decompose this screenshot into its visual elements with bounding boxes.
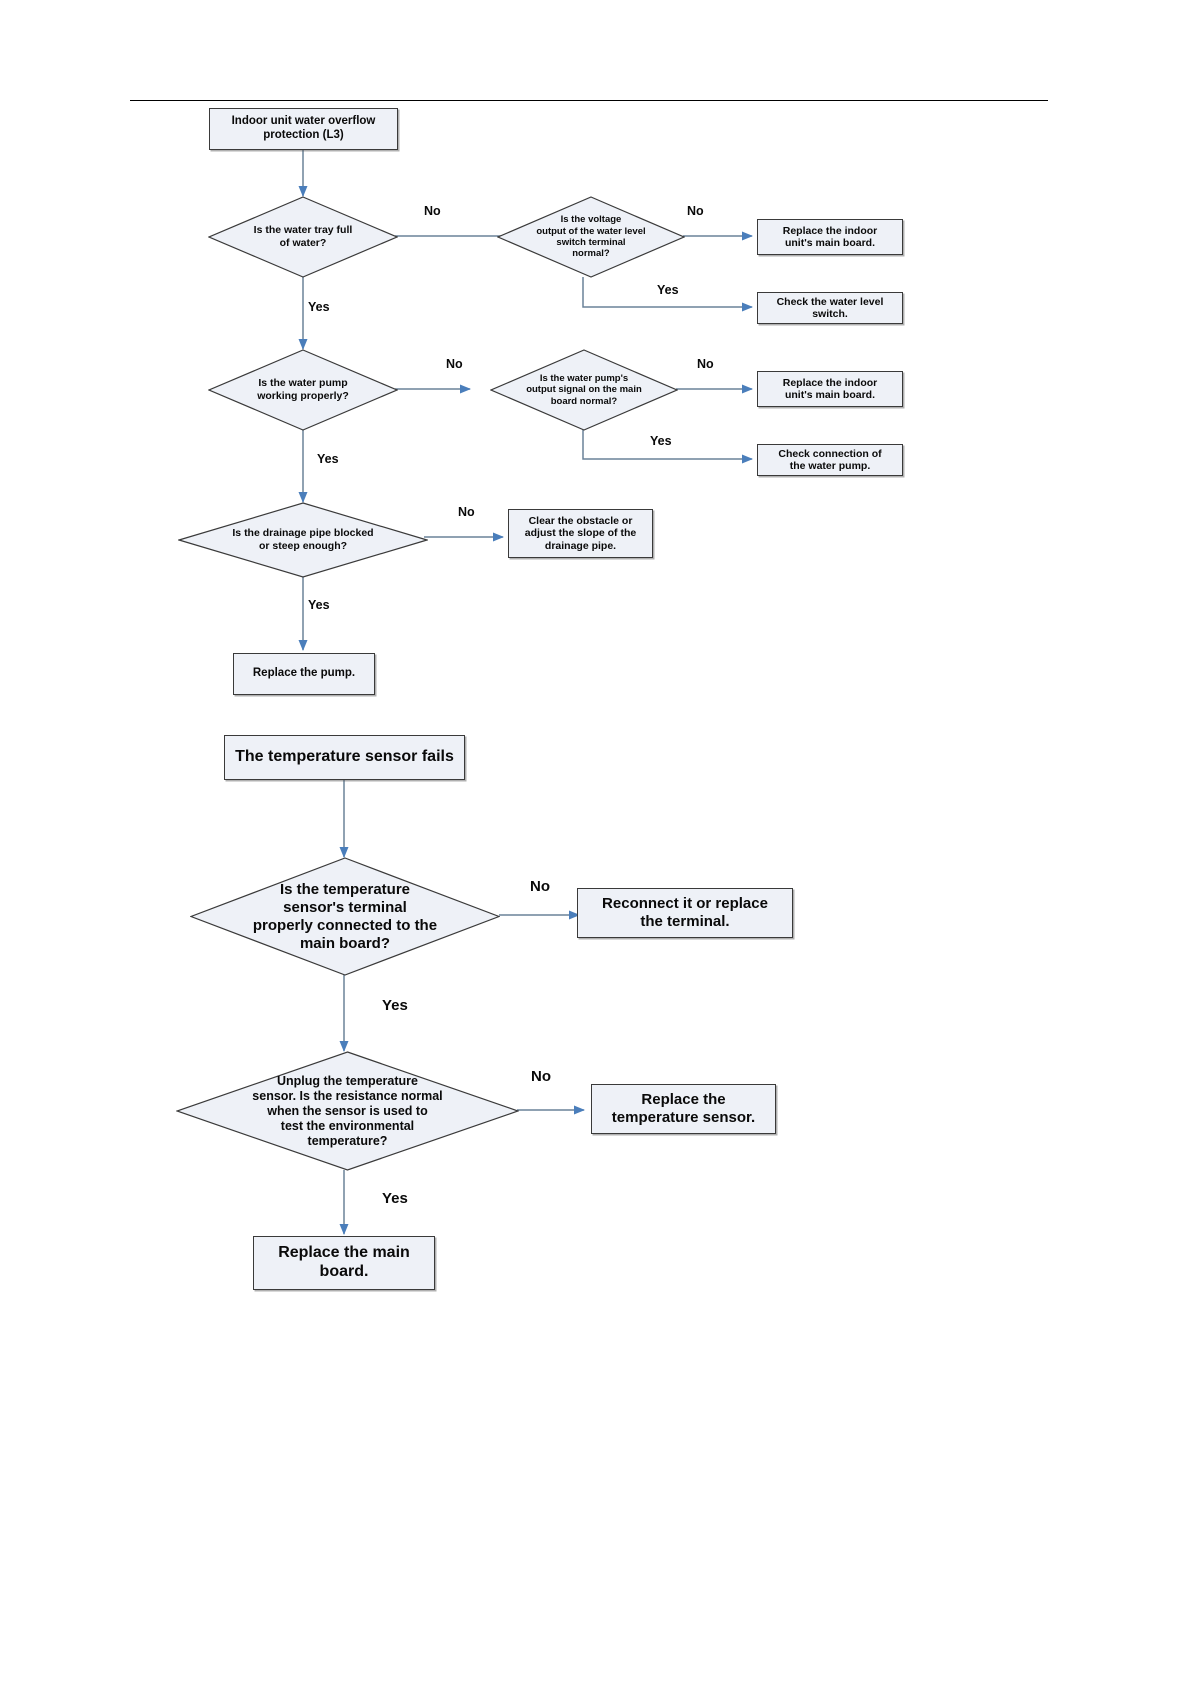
page-top-rule: [130, 100, 1048, 101]
node-label: Check the water level switch.: [776, 295, 884, 320]
diamond-shape: [208, 196, 398, 278]
edge-label-yes: Yes: [382, 997, 408, 1014]
diamond-shape: [178, 502, 428, 578]
node-start-water-overflow[interactable]: Indoor unit water overflow protection (L…: [209, 108, 398, 150]
edge-label-yes: Yes: [382, 1190, 408, 1207]
node-result-clear-obstacle-drainage[interactable]: Clear the obstacle or adjust the slope o…: [508, 509, 653, 558]
node-label: Replace the pump.: [252, 667, 356, 680]
diamond-shape: [176, 1051, 519, 1171]
edge-label-no: No: [458, 505, 475, 519]
edge-label-yes: Yes: [308, 300, 330, 314]
node-decision-resistance-normal[interactable]: Unplug the temperature sensor. Is the re…: [176, 1051, 519, 1171]
node-label: Check connection of the water pump.: [778, 447, 882, 472]
edge-label-yes: Yes: [657, 283, 679, 297]
edge-label-no: No: [446, 357, 463, 371]
node-decision-voltage-output-water-level-switch[interactable]: Is the voltage output of the water level…: [497, 196, 685, 278]
diamond-shape: [190, 857, 500, 976]
edge-label-no: No: [424, 204, 441, 218]
node-result-check-water-level-switch[interactable]: Check the water level switch.: [757, 292, 903, 324]
node-decision-pump-output-signal[interactable]: Is the water pump's output signal on the…: [490, 349, 678, 431]
node-result-replace-temperature-sensor[interactable]: Replace the temperature sensor.: [591, 1084, 776, 1134]
diamond-shape: [208, 349, 398, 431]
edge-label-yes: Yes: [308, 598, 330, 612]
node-label: Indoor unit water overflow protection (L…: [231, 115, 376, 141]
node-result-replace-indoor-main-board-1[interactable]: Replace the indoor unit's main board.: [757, 219, 903, 255]
node-decision-water-pump-working[interactable]: Is the water pump working properly?: [208, 349, 398, 431]
node-result-replace-pump[interactable]: Replace the pump.: [233, 653, 375, 695]
edge-label-no: No: [530, 878, 550, 895]
node-result-check-pump-connection[interactable]: Check connection of the water pump.: [757, 444, 903, 476]
node-label: Replace the main board.: [278, 1244, 410, 1280]
node-result-replace-main-board[interactable]: Replace the main board.: [253, 1236, 435, 1290]
node-result-replace-indoor-main-board-2[interactable]: Replace the indoor unit's main board.: [757, 371, 903, 407]
node-result-reconnect-or-replace-terminal[interactable]: Reconnect it or replace the terminal.: [577, 888, 793, 938]
edge-label-yes: Yes: [317, 452, 339, 466]
node-label: Clear the obstacle or adjust the slope o…: [524, 514, 637, 552]
edge-label-yes: Yes: [650, 434, 672, 448]
node-start-temperature-sensor-fails[interactable]: The temperature sensor fails: [224, 735, 465, 780]
edge-label-no: No: [531, 1068, 551, 1085]
edge-label-no: No: [697, 357, 714, 371]
edge-label-no: No: [687, 204, 704, 218]
node-decision-water-tray-full[interactable]: Is the water tray full of water?: [208, 196, 398, 278]
node-decision-drainage-pipe-blocked[interactable]: Is the drainage pipe blocked or steep en…: [178, 502, 428, 578]
node-label: Replace the indoor unit's main board.: [782, 224, 878, 249]
diamond-shape: [497, 196, 685, 278]
diamond-shape: [490, 349, 678, 431]
node-decision-sensor-terminal-connected[interactable]: Is the temperature sensor's terminal pro…: [190, 857, 500, 976]
node-label: The temperature sensor fails: [235, 748, 454, 766]
node-label: Replace the indoor unit's main board.: [782, 376, 878, 401]
node-label: Replace the temperature sensor.: [611, 1091, 756, 1126]
node-label: Reconnect it or replace the terminal.: [602, 895, 768, 930]
